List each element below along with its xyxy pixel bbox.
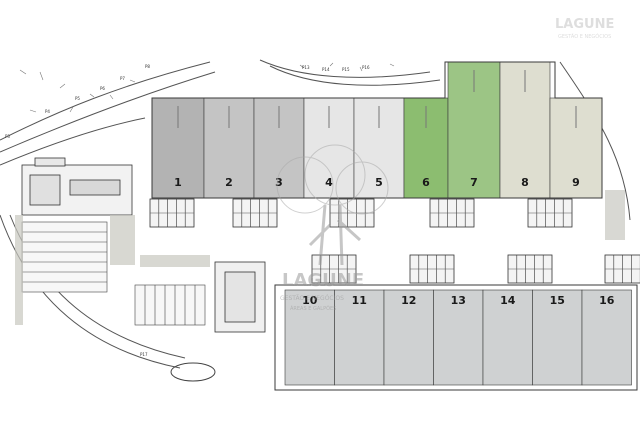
- unit-footprint: [334, 289, 385, 386]
- warehouse-unit: 7: [447, 61, 501, 199]
- warehouse-unit: 9: [549, 97, 603, 199]
- watermark-tagline-top: GESTÃO E NEGÓCIOS: [558, 33, 611, 40]
- survey-points: P3 P4 P5 P6 P7 P8 P13 P14 P15 P16 P17: [5, 64, 370, 357]
- loading-docks-top: [149, 198, 573, 228]
- unit-number: 5: [375, 176, 383, 189]
- survey-mark: P16: [362, 65, 370, 70]
- warehouse-unit: 8: [499, 61, 551, 199]
- unit-number: 16: [599, 294, 615, 307]
- unit-number: 9: [572, 176, 580, 189]
- unit-footprint: [532, 289, 583, 386]
- warehouse-unit: 14: [482, 289, 533, 386]
- survey-mark: P4: [45, 109, 50, 114]
- loading-dock: [604, 254, 640, 284]
- survey-mark: P7: [120, 76, 125, 81]
- unit-number: 12: [401, 294, 416, 307]
- warehouse-unit: 12: [383, 289, 434, 386]
- warehouse-unit: 15: [532, 289, 583, 386]
- warehouse-unit: 3: [253, 97, 305, 199]
- warehouse-row-bottom: 10 11 12 13 14 15 16: [284, 289, 632, 386]
- watermark-brand-top: LAGUNE: [555, 17, 614, 32]
- unit-number: 10: [302, 294, 318, 307]
- warehouse-unit: 5: [353, 97, 405, 199]
- survey-mark: P8: [145, 64, 150, 69]
- survey-mark: P15: [342, 67, 350, 72]
- unit-number: 8: [521, 176, 529, 189]
- warehouse-unit: 2: [203, 97, 255, 199]
- unit-number: 2: [225, 176, 233, 189]
- tree-logo: [276, 144, 389, 266]
- watermark-tagline: GESTÃO E NEGÓCIOS: [280, 295, 344, 302]
- watermark-brand: LAGUNE: [282, 270, 364, 291]
- warehouse-unit: 13: [433, 289, 484, 386]
- survey-mark: P6: [100, 86, 105, 91]
- service-building: [21, 157, 133, 216]
- unit-footprint: [581, 289, 632, 386]
- unit-number: 6: [422, 176, 430, 189]
- survey-mark: P17: [140, 352, 148, 357]
- top-row-outline: [151, 61, 603, 199]
- watermark: LAGUNE GESTÃO E NEGÓCIOS ÁREAS E GALPÕES…: [276, 17, 614, 312]
- survey-mark: P13: [302, 65, 310, 70]
- loading-dock: [527, 198, 573, 228]
- unit-footprint: [284, 289, 335, 386]
- warehouse-unit: 16: [581, 289, 632, 386]
- roundabout: [170, 362, 216, 382]
- unit-number: 4: [325, 176, 333, 189]
- warehouse-unit: 10: [284, 289, 335, 386]
- warehouse-unit: 11: [334, 289, 385, 386]
- warehouse-row-top: 1 2 3 4 5 6 7 8 9: [151, 61, 603, 199]
- unit-number: 13: [451, 294, 466, 307]
- unit-number: 11: [352, 294, 367, 307]
- unit-footprint: [482, 289, 533, 386]
- unit-number: 7: [470, 176, 478, 189]
- unit-number: 3: [275, 176, 283, 189]
- survey-mark: P5: [75, 96, 80, 101]
- warehouse-unit: 1: [151, 97, 205, 199]
- loading-dock: [429, 198, 475, 228]
- unit-number: 1: [174, 176, 182, 189]
- terrain-marks: [19, 62, 395, 113]
- landscaping: [15, 190, 625, 325]
- loading-dock: [232, 198, 278, 228]
- loading-dock: [329, 198, 375, 228]
- unit-number: 15: [550, 294, 565, 307]
- bottom-row-outline: [274, 284, 638, 391]
- unit-number: 14: [500, 294, 516, 307]
- warehouse-unit: 6: [403, 97, 449, 199]
- unit-footprint: [433, 289, 484, 386]
- survey-mark: P3: [5, 134, 10, 139]
- watermark-tagline: ÁREAS E GALPÕES: [290, 305, 336, 312]
- gatehouse: [214, 261, 266, 333]
- loading-dock: [507, 254, 553, 284]
- survey-mark: P14: [322, 67, 330, 72]
- parking-left: [21, 221, 206, 326]
- warehouse-unit: 4: [303, 97, 355, 199]
- unit-footprint: [383, 289, 434, 386]
- loading-dock: [409, 254, 455, 284]
- loading-dock: [149, 198, 195, 228]
